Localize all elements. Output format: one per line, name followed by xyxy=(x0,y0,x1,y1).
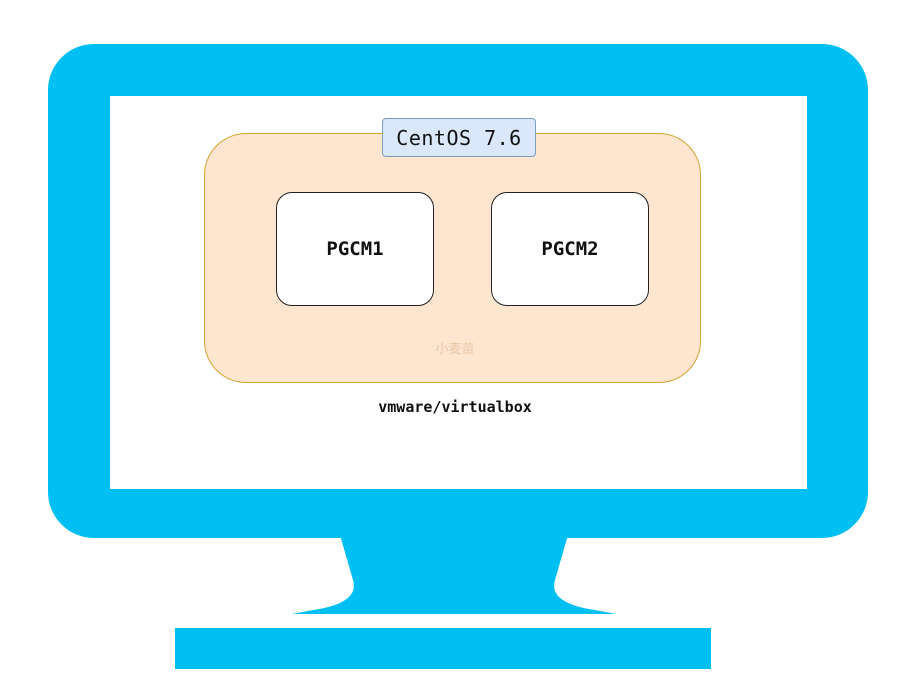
monitor-stand-base xyxy=(175,628,711,669)
node-pgcm2: PGCM2 xyxy=(491,192,649,306)
monitor-stand-neck xyxy=(292,535,616,614)
os-label: CentOS 7.6 xyxy=(382,118,536,157)
node-pgcm1: PGCM1 xyxy=(276,192,434,306)
hypervisor-label: vmware/virtualbox xyxy=(378,398,532,416)
watermark: 小麦苗 xyxy=(435,342,475,357)
